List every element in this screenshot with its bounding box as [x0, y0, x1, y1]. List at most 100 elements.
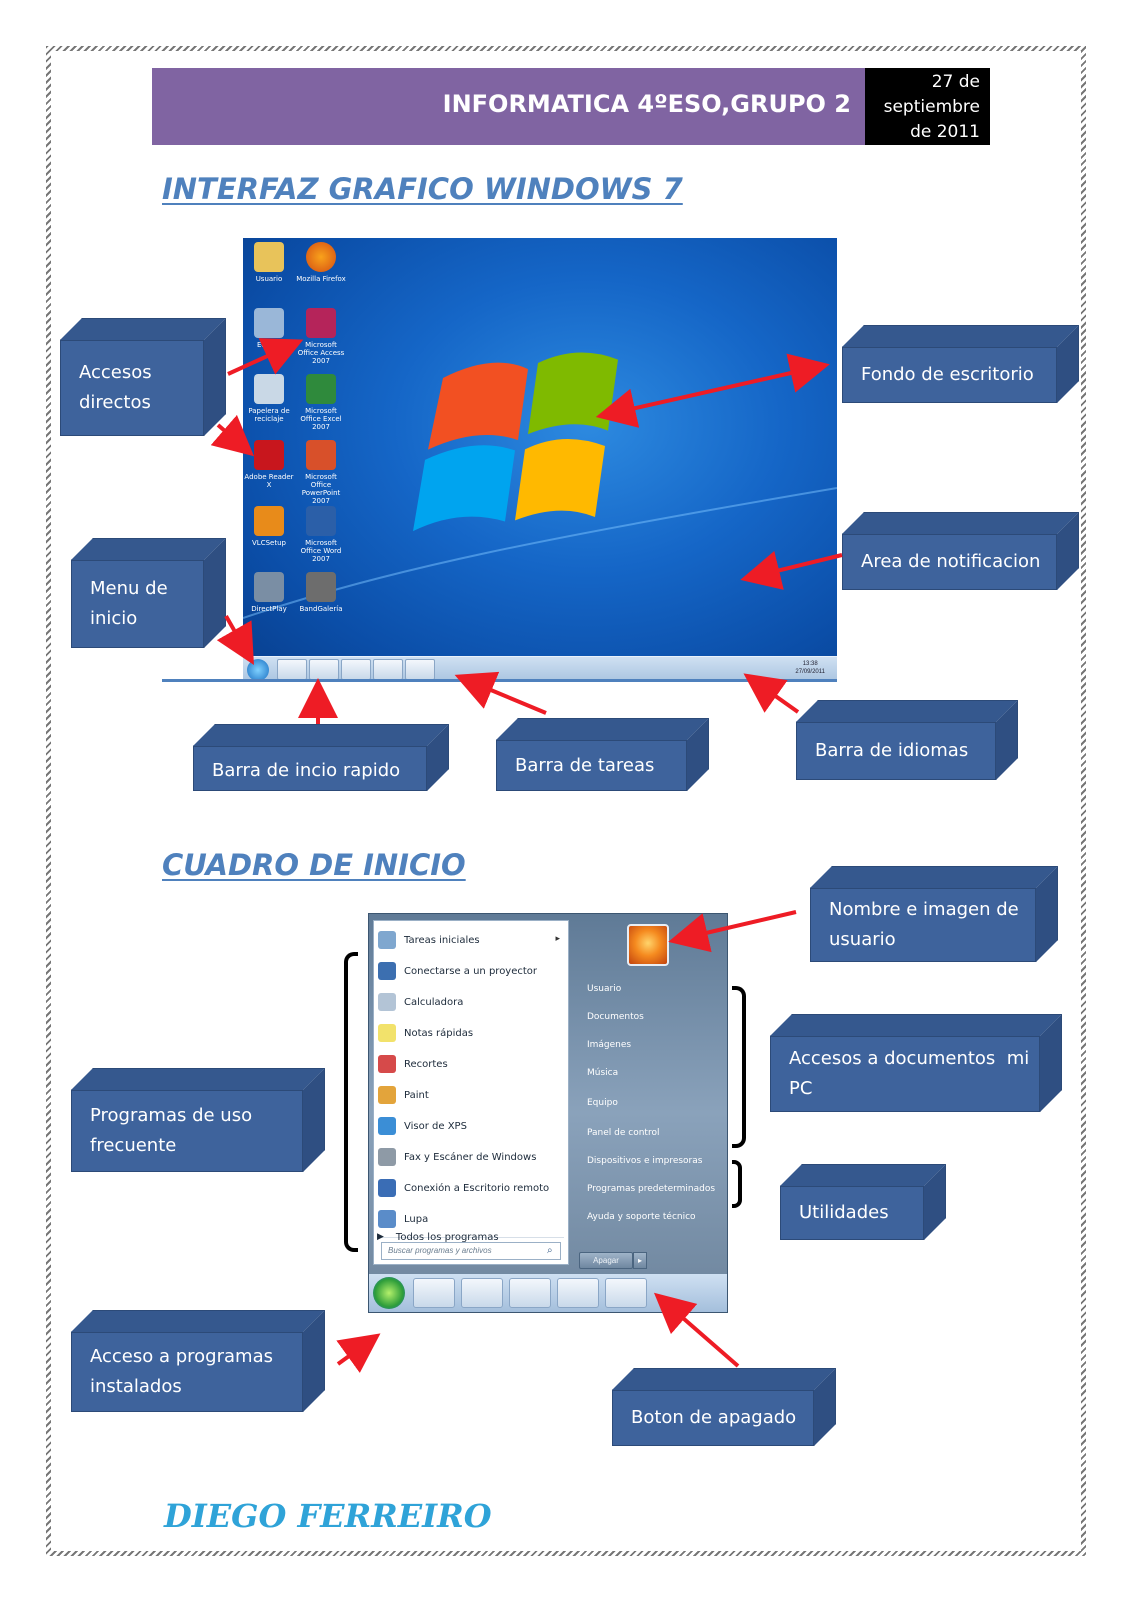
- start-menu-item[interactable]: Paint: [378, 1080, 429, 1110]
- desktop-icon[interactable]: Papelera de reciclaje: [243, 374, 295, 423]
- start-right-item[interactable]: Usuario: [587, 984, 622, 994]
- start-right-item[interactable]: Ayuda y soporte técnico: [587, 1212, 696, 1222]
- box-label: Menu de: [90, 578, 168, 599]
- search-input[interactable]: Buscar programas y archivos: [381, 1242, 561, 1260]
- documents-bracket: [732, 986, 746, 1148]
- explorer-taskbar-icon[interactable]: [277, 659, 307, 680]
- desktop-icon[interactable]: Usuario: [243, 242, 295, 283]
- box-label: Utilidades: [780, 1186, 924, 1240]
- getting-started-icon: [378, 931, 396, 949]
- label-boton-apagado: Boton de apagado: [612, 1368, 836, 1446]
- start-menu-item[interactable]: Conectarse a un proyector: [378, 956, 537, 986]
- header-date: 27 de septiembre de 2011: [865, 68, 990, 145]
- icon-label: BandGalería: [299, 605, 343, 613]
- gallery-icon: [306, 572, 336, 602]
- label-acceso-programas: Acceso a programas instalados: [71, 1310, 325, 1412]
- start-orb-icon[interactable]: [373, 1277, 405, 1309]
- firefox-taskbar-icon[interactable]: [509, 1278, 551, 1308]
- item-label: Conectarse a un proyector: [404, 965, 538, 977]
- media-player-taskbar-icon[interactable]: [461, 1278, 503, 1308]
- start-section-title: CUADRO DE INICIO: [162, 848, 466, 882]
- box-label: Acceso a programas: [90, 1346, 273, 1367]
- start-menu-item[interactable]: Conexión a Escritorio remoto: [378, 1173, 549, 1203]
- box-label: PC: [789, 1078, 813, 1099]
- menu-divider: [380, 1237, 564, 1238]
- start-right-item[interactable]: Equipo: [587, 1098, 618, 1108]
- calculator-icon: [378, 993, 396, 1011]
- start-right-item[interactable]: Panel de control: [587, 1128, 660, 1138]
- desktop-icon[interactable]: Microsoft Office PowerPoint 2007: [295, 440, 347, 505]
- xps-viewer-icon: [378, 1117, 396, 1135]
- clock-date: 27/09/2011: [795, 669, 825, 675]
- access-icon: [306, 308, 336, 338]
- arrow-right-icon: ▶: [377, 1232, 384, 1242]
- firefox-taskbar-icon[interactable]: [341, 659, 371, 680]
- word-taskbar-icon[interactable]: [605, 1278, 647, 1308]
- all-programs-item[interactable]: ▶Todos los programas: [377, 1228, 499, 1246]
- snipping-tool-icon: [378, 1055, 396, 1073]
- paint-icon: [378, 1086, 396, 1104]
- user-avatar[interactable]: [627, 924, 669, 966]
- box-label: Fondo de escritorio: [842, 347, 1057, 403]
- excel-icon: [306, 374, 336, 404]
- desktop-icon[interactable]: Microsoft Office Excel 2007: [295, 374, 347, 431]
- vlc-icon: [254, 506, 284, 536]
- start-right-item[interactable]: Documentos: [587, 1012, 644, 1022]
- clock-time: 13:38: [802, 661, 818, 667]
- firefox-taskbar-icon[interactable]: [557, 1278, 599, 1308]
- desktop-icon[interactable]: Microsoft Office Access 2007: [295, 308, 347, 365]
- start-menu-item[interactable]: Calculadora: [378, 987, 463, 1017]
- remote-desktop-icon: [378, 1179, 396, 1197]
- desktop-icon[interactable]: Equipo: [243, 308, 295, 349]
- box-label: Boton de apagado: [612, 1390, 814, 1446]
- taskbar-clock[interactable]: 13:38 27/09/2011: [795, 660, 825, 676]
- shutdown-button[interactable]: Apagar: [579, 1252, 633, 1269]
- start-menu-item[interactable]: Tareas iniciales: [378, 925, 480, 955]
- label-barra-inicio-rapido: Barra de incio rapido: [193, 724, 449, 791]
- shutdown-options-arrow-icon[interactable]: ▸: [633, 1252, 647, 1269]
- start-menu-item[interactable]: Fax y Escáner de Windows: [378, 1142, 536, 1172]
- start-right-item[interactable]: Dispositivos e impresoras: [587, 1156, 703, 1166]
- item-label: Lupa: [404, 1213, 429, 1225]
- label-utilidades: Utilidades: [780, 1164, 946, 1240]
- explorer-taskbar-icon[interactable]: [413, 1278, 455, 1308]
- start-right-item[interactable]: Música: [587, 1068, 619, 1078]
- box-label: Accesos: [79, 362, 152, 383]
- icon-label: Adobe Reader X: [244, 473, 294, 489]
- desktop-icon[interactable]: Microsoft Office Word 2007: [295, 506, 347, 563]
- item-label: Recortes: [404, 1058, 448, 1070]
- windows-logo-icon: [243, 352, 837, 619]
- box-label: Programas de uso: [90, 1105, 253, 1126]
- start-menu-item[interactable]: Lupa: [378, 1204, 428, 1234]
- box-label: Barra de incio rapido: [193, 746, 427, 791]
- item-label: Fax y Escáner de Windows: [404, 1151, 537, 1163]
- desktop-icon[interactable]: VLCSetup: [243, 506, 295, 547]
- firefox-taskbar-icon[interactable]: [373, 659, 403, 680]
- media-player-taskbar-icon[interactable]: [309, 659, 339, 680]
- start-menu-item[interactable]: Visor de XPS: [378, 1111, 467, 1141]
- item-label: Calculadora: [404, 996, 464, 1008]
- item-label: Conexión a Escritorio remoto: [404, 1182, 550, 1194]
- desktop-icon[interactable]: Mozilla Firefox: [295, 242, 347, 283]
- word-icon: [306, 506, 336, 536]
- desktop-icon[interactable]: BandGalería: [295, 572, 347, 613]
- desktop-icon[interactable]: Adobe Reader X: [243, 440, 295, 489]
- start-orb-icon[interactable]: [247, 659, 269, 681]
- desktop-icon[interactable]: DirectPlay: [243, 572, 295, 613]
- start-right-item[interactable]: Programas predeterminados: [587, 1184, 716, 1194]
- folder-icon: [254, 242, 284, 272]
- start-menu-item[interactable]: Notas rápidas: [378, 1018, 473, 1048]
- start-menu-item[interactable]: Recortes: [378, 1049, 448, 1079]
- icon-label: VLCSetup: [252, 539, 286, 547]
- item-label: Notas rápidas: [404, 1027, 474, 1039]
- desktop-screenshot: Usuario Mozilla Firefox Equipo Microsoft…: [243, 238, 837, 682]
- start-menu-taskbar: [369, 1274, 727, 1312]
- box-label: Barra de idiomas: [796, 722, 996, 780]
- icon-label: DirectPlay: [251, 605, 287, 613]
- word-taskbar-icon[interactable]: [405, 659, 435, 680]
- adobe-reader-icon: [254, 440, 284, 470]
- icon-label: Equipo: [257, 341, 281, 349]
- date-line: septiembre: [883, 97, 980, 117]
- start-right-item[interactable]: Imágenes: [587, 1040, 632, 1050]
- icon-label: Microsoft Office Word 2007: [300, 539, 342, 563]
